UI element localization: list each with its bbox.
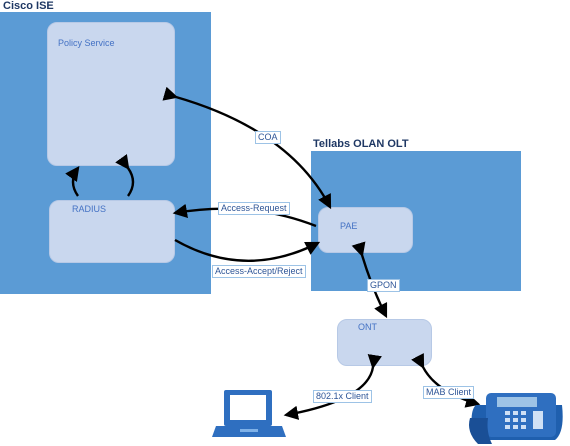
tellabs-olt-title: Tellabs OLAN OLT xyxy=(313,138,409,150)
coa-arrow xyxy=(162,86,332,210)
gpon-label: GPON xyxy=(367,279,400,292)
access-request-label: Access-Request xyxy=(218,202,290,215)
cisco-ise-title: Cisco ISE xyxy=(3,0,54,12)
client-8021x-label: 802.1x Client xyxy=(313,390,372,403)
access-accept-label: Access-Accept/Reject xyxy=(212,265,306,278)
mab-client-label: MAB Client xyxy=(423,386,475,399)
laptop-icon xyxy=(212,390,286,437)
policy-service-label: Policy Service xyxy=(58,38,115,48)
ont-label: ONT xyxy=(358,322,377,332)
radius-node xyxy=(49,200,175,263)
ip-phone-icon xyxy=(469,393,563,444)
access-accept-arrow xyxy=(174,238,321,262)
coa-label: COA xyxy=(255,131,281,144)
pae-label: PAE xyxy=(340,221,358,231)
radius-label: RADIUS xyxy=(72,204,107,214)
policy-to-radius-arrow xyxy=(115,154,135,197)
policy-service-node xyxy=(47,22,175,166)
radius-to-policy-arrow xyxy=(65,166,80,197)
